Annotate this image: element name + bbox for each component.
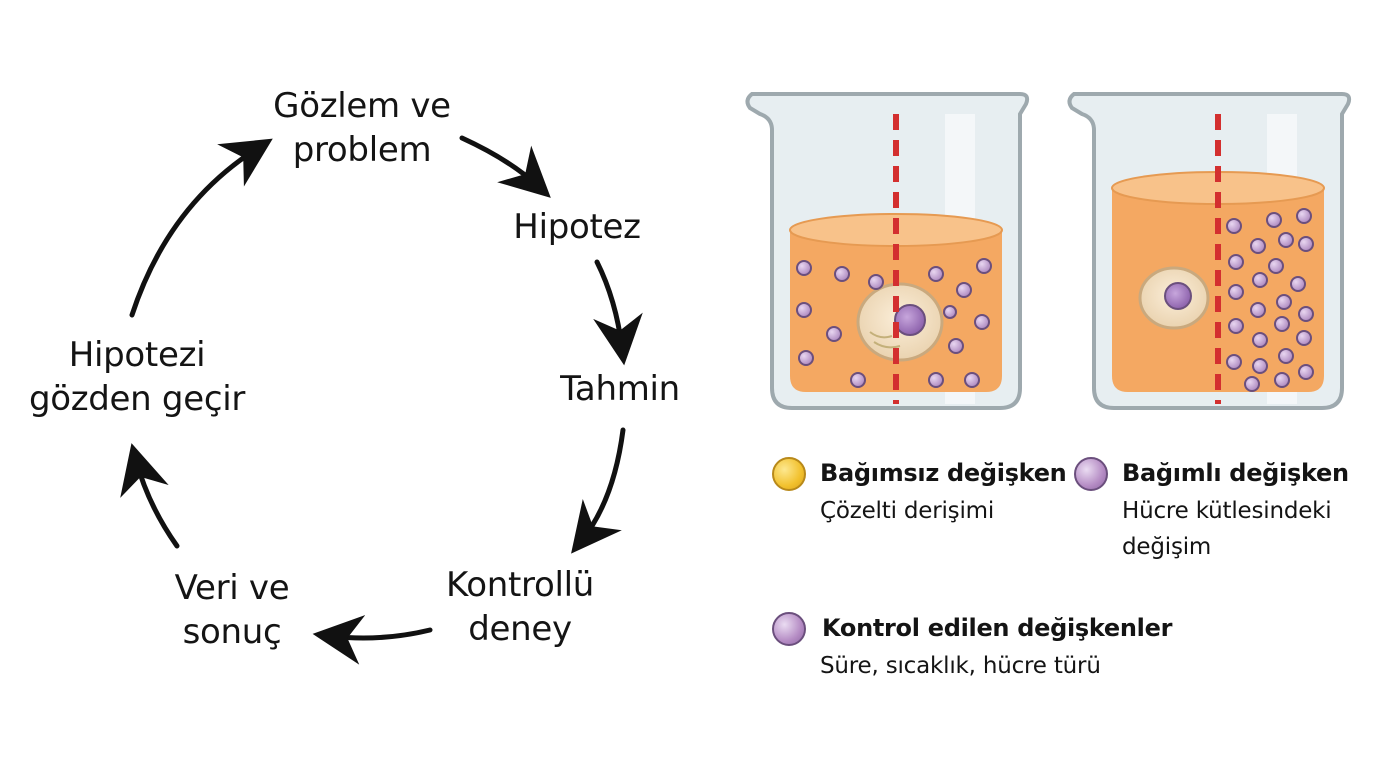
step-experiment-line2: deney [468, 609, 572, 649]
cell-beaker-1 [856, 282, 944, 362]
controlled-variables-icon [772, 612, 806, 646]
step-revise-line2: gözden geçir [28, 379, 246, 419]
particles-beaker-2 [1226, 208, 1314, 392]
legend-dependent-title: Bağımlı değişken [1122, 459, 1349, 487]
divider-lines [893, 114, 1221, 404]
step-controlled-experiment: Kontrollü deney [423, 563, 617, 651]
step-data-line1: Veri ve [174, 568, 290, 608]
step-observation-line2: problem [292, 130, 432, 170]
cycle-arrows [120, 135, 643, 665]
arrow-hypothesis-to-prediction [593, 259, 643, 366]
arrow-data-to-revise [120, 443, 180, 549]
legend-dependent: Bağımlı değişken Hücre kütlesindeki deği… [1074, 455, 1374, 565]
arrow-revise-to-observation [129, 138, 273, 318]
legend-independent: Bağımsız değişken Çözelti derişimi [772, 455, 1072, 535]
legend-dependent-desc-line1: Hücre kütlesindeki [1122, 498, 1332, 524]
step-prediction-line1: Tahmin [560, 369, 680, 409]
arrow-prediction-to-experiment [571, 427, 626, 554]
independent-variable-icon [772, 457, 806, 491]
legend-independent-title: Bağımsız değişken [820, 459, 1067, 487]
step-revise-hypothesis: Hipotezi gözden geçir [12, 333, 262, 421]
step-prediction: Tahmin [545, 367, 695, 411]
step-data-line2: sonuç [182, 612, 282, 652]
legend-dependent-desc-line2: değişim [1122, 534, 1212, 560]
beaker-1 [745, 92, 1030, 410]
step-data-conclusion: Veri ve sonuç [152, 566, 312, 654]
cell-beaker-2 [1138, 266, 1210, 330]
legend-controlled-title: Kontrol edilen değişkenler [822, 614, 1173, 642]
step-revise-line1: Hipotezi [68, 335, 206, 375]
legend-independent-desc: Çözelti derişimi [820, 498, 995, 524]
legend-controlled-desc: Süre, sıcaklık, hücre türü [820, 653, 1101, 679]
step-observation: Gözlem ve problem [262, 84, 462, 172]
step-hypothesis: Hipotez [497, 205, 657, 249]
step-hypothesis-line1: Hipotez [513, 207, 641, 247]
arrow-observation-to-hypothesis [459, 135, 551, 198]
particles-beaker-1 [796, 258, 992, 388]
step-experiment-line1: Kontrollü [445, 565, 595, 605]
dependent-variable-icon [1074, 457, 1108, 491]
arrow-experiment-to-data [312, 615, 433, 665]
beakers-illustration [745, 92, 1352, 410]
legend-controlled: Kontrol edilen değişkenler Süre, sıcaklı… [772, 610, 1192, 690]
step-observation-line1: Gözlem ve [273, 86, 451, 126]
